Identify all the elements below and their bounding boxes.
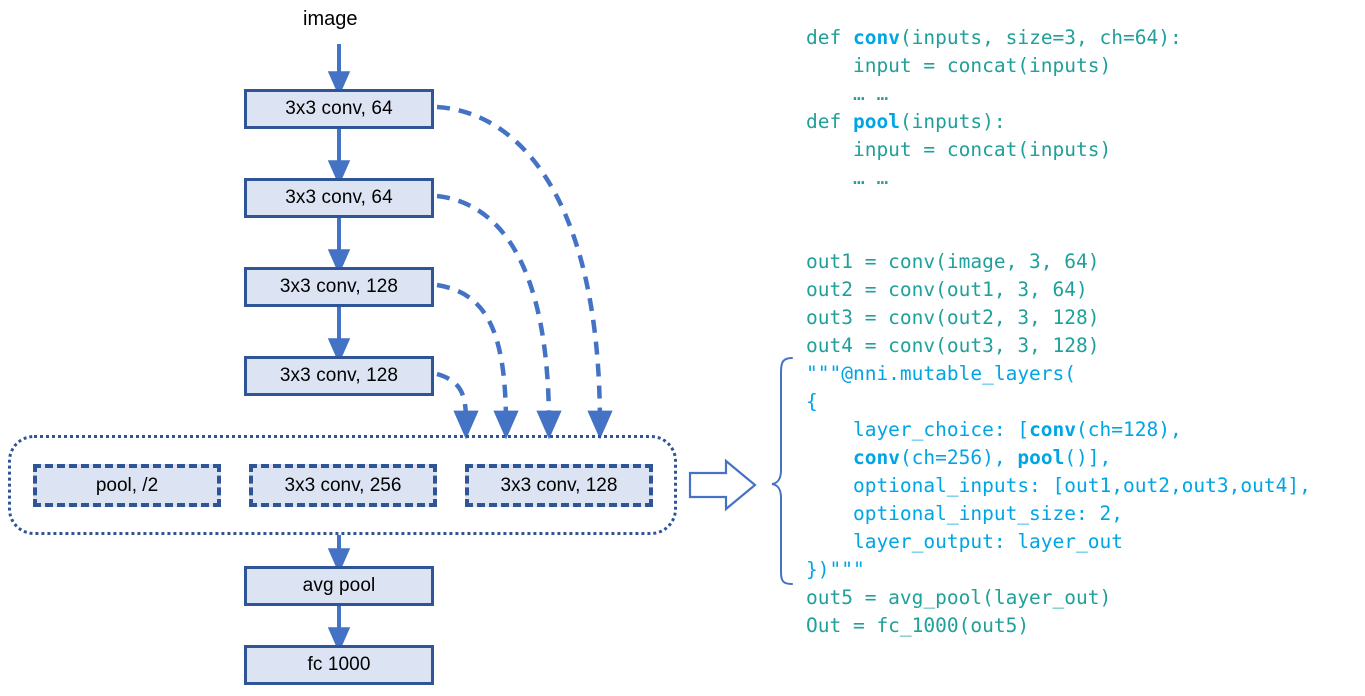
code-line-l17: optional_inputs: [out1,out2,out3,out4],: [806, 472, 1361, 500]
mutable-layer-group: [8, 435, 677, 535]
code-token: out4 = conv(out3, 3, 128): [806, 334, 1100, 357]
code-token: [806, 446, 853, 469]
node-conv3[interactable]: 3x3 conv, 128: [244, 267, 434, 307]
code-token: })""": [806, 558, 865, 581]
code-token: out3 = conv(out2, 3, 128): [806, 306, 1100, 329]
skip-connection-curves: [436, 104, 613, 440]
block-arrow-icon: [688, 458, 757, 512]
code-line-l5: input = concat(inputs): [806, 136, 1361, 164]
code-token: {: [806, 390, 818, 413]
code-line-l18: optional_input_size: 2,: [806, 500, 1361, 528]
code-line-l2: input = concat(inputs): [806, 52, 1361, 80]
code-token: (inputs, size=3, ch=64):: [899, 26, 1182, 49]
code-line-l20: })""": [806, 556, 1361, 584]
code-token: pool: [852, 110, 900, 133]
code-token: out5 = avg_pool(layer_out): [806, 586, 1112, 609]
code-line-l13: """@nni.mutable_layers(: [806, 360, 1361, 388]
code-token: (ch=256),: [899, 446, 1018, 469]
code-line-l8: [806, 220, 1361, 248]
code-line-l4: def pool(inputs):: [806, 108, 1361, 136]
code-token: out1 = conv(image, 3, 64): [806, 250, 1100, 273]
code-token: out2 = conv(out1, 3, 64): [806, 278, 1088, 301]
code-token: layer_choice: [: [806, 418, 1030, 441]
code-token: """@nni.mutable_layers(: [806, 362, 1077, 385]
choice-conv-128[interactable]: 3x3 conv, 128: [465, 464, 653, 507]
code-token: def: [806, 110, 853, 133]
code-token: ()],: [1064, 446, 1112, 469]
code-brace: [771, 357, 793, 585]
code-line-l1: def conv(inputs, size=3, ch=64):: [806, 24, 1361, 52]
code-line-l7: [806, 192, 1361, 220]
code-line-l6: … …: [806, 164, 1361, 192]
code-token: conv: [852, 26, 900, 49]
code-line-l19: layer_output: layer_out: [806, 528, 1361, 556]
code-line-l3: … …: [806, 80, 1361, 108]
code-line-l16: conv(ch=256), pool()],: [806, 444, 1361, 472]
node-fc-1000[interactable]: fc 1000: [244, 645, 434, 685]
node-conv2[interactable]: 3x3 conv, 64: [244, 178, 434, 218]
code-line-l10: out2 = conv(out1, 3, 64): [806, 276, 1361, 304]
node-conv1[interactable]: 3x3 conv, 64: [244, 89, 434, 129]
node-conv4[interactable]: 3x3 conv, 128: [244, 356, 434, 396]
code-line-l15: layer_choice: [conv(ch=128),: [806, 416, 1361, 444]
code-line-l14: {: [806, 388, 1361, 416]
code-line-l11: out3 = conv(out2, 3, 128): [806, 304, 1361, 332]
code-token: (ch=128),: [1076, 418, 1182, 441]
code-token: optional_inputs: [out1,out2,out3,out4],: [806, 474, 1311, 497]
code-line-l9: out1 = conv(image, 3, 64): [806, 248, 1361, 276]
choice-conv-256[interactable]: 3x3 conv, 256: [249, 464, 437, 507]
choice-pool[interactable]: pool, /2: [33, 464, 221, 507]
code-token: pool: [1017, 446, 1065, 469]
node-avg-pool[interactable]: avg pool: [244, 566, 434, 606]
code-token: optional_input_size: 2,: [806, 502, 1123, 525]
code-token: def: [806, 26, 853, 49]
code-panel: def conv(inputs, size=3, ch=64): input =…: [806, 24, 1361, 640]
code-token: conv: [852, 446, 900, 469]
code-token: conv: [1029, 418, 1077, 441]
code-line-l22: Out = fc_1000(out5): [806, 612, 1361, 640]
code-token: (inputs):: [899, 110, 1006, 133]
code-token: … …: [806, 166, 889, 189]
input-label: image: [303, 8, 358, 30]
code-line-l21: out5 = avg_pool(layer_out): [806, 584, 1361, 612]
code-line-l12: out4 = conv(out3, 3, 128): [806, 332, 1361, 360]
code-token: input = concat(inputs): [806, 54, 1112, 77]
code-token: layer_output: layer_out: [806, 530, 1123, 553]
code-token: Out = fc_1000(out5): [806, 614, 1030, 637]
code-token: … …: [806, 82, 889, 105]
code-token: input = concat(inputs): [806, 138, 1112, 161]
